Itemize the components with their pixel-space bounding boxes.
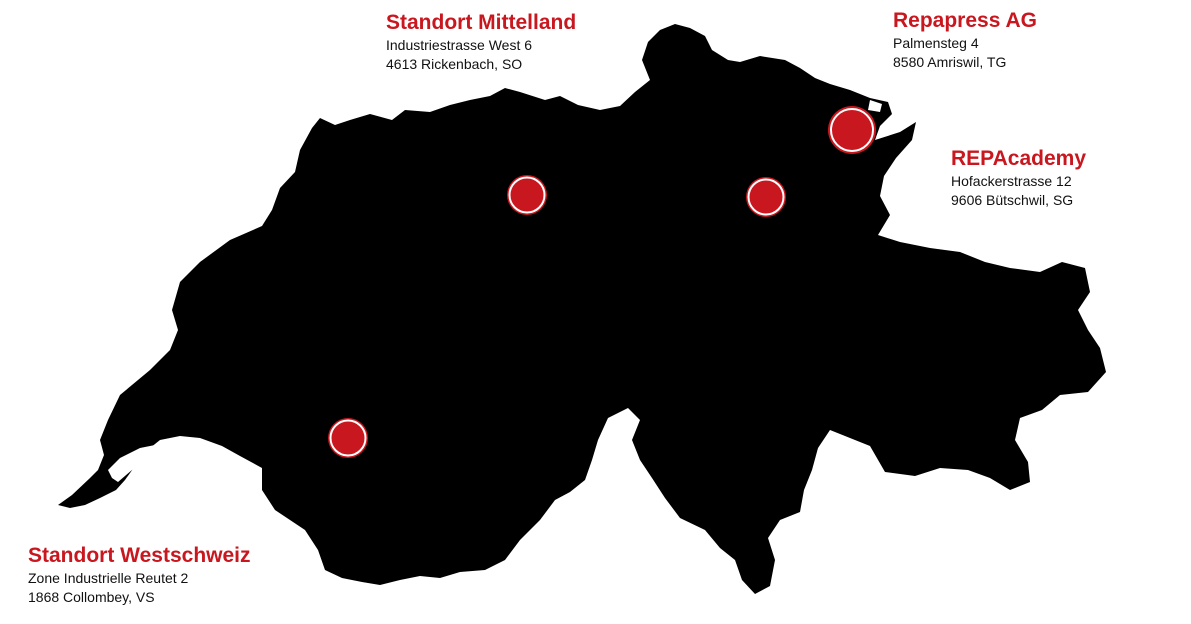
marker-white-ring (508, 176, 546, 214)
marker-outer-ring (828, 106, 876, 154)
marker-westschweiz[interactable] (328, 418, 368, 458)
marker-white-ring (329, 419, 367, 457)
marker-white-ring (830, 108, 874, 152)
location-label-repacademy: REPAcademy Hofackerstrasse 12 9606 Bütsc… (951, 146, 1086, 210)
location-label-westschweiz: Standort Westschweiz Zone Industrielle R… (28, 543, 251, 607)
marker-repacademy[interactable] (746, 177, 786, 217)
location-city: 9606 Bütschwil, SG (951, 192, 1074, 208)
location-street: Palmensteg 4 (893, 35, 979, 51)
location-street: Industriestrasse West 6 (386, 37, 533, 53)
switzerland-silhouette (58, 24, 1106, 594)
location-city: 1868 Collombey, VS (28, 589, 155, 605)
location-name[interactable]: REPAcademy (951, 147, 1087, 170)
location-name[interactable]: Standort Mittelland (386, 11, 577, 34)
location-name[interactable]: Repapress AG (893, 9, 1037, 32)
location-label-repapress: Repapress AG Palmensteg 4 8580 Amriswil,… (893, 8, 1037, 72)
location-street: Zone Industrielle Reutet 2 (28, 570, 189, 586)
location-street: Hofackerstrasse 12 (951, 173, 1072, 189)
location-city: 8580 Amriswil, TG (893, 54, 1007, 70)
marker-outer-ring (328, 418, 368, 458)
lake-geneva-notch (108, 442, 200, 482)
location-label-mittelland: Standort Mittelland Industriestrasse Wes… (386, 10, 576, 74)
marker-repapress[interactable] (828, 106, 876, 154)
marker-mittelland[interactable] (507, 175, 547, 215)
lake-constance-notch (868, 100, 882, 112)
marker-outer-ring (507, 175, 547, 215)
location-name[interactable]: Standort Westschweiz (28, 544, 251, 567)
marker-outer-ring (746, 177, 786, 217)
marker-white-ring (747, 178, 785, 216)
location-city: 4613 Rickenbach, SO (386, 56, 523, 72)
